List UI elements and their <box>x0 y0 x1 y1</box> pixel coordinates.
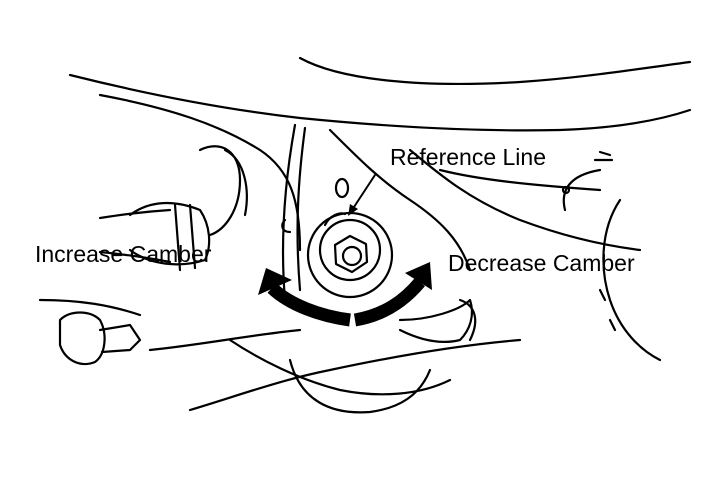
increase-arrowhead <box>258 268 292 295</box>
decrease-camber-arrow <box>353 277 425 327</box>
increase-camber-arrow <box>267 283 351 327</box>
decrease-camber-label: Decrease Camber <box>448 250 635 276</box>
frame-lower <box>98 93 302 252</box>
frame-outline <box>68 73 692 132</box>
decrease-arrowhead <box>405 262 432 290</box>
strut-line-left <box>281 123 297 302</box>
increase-camber-label: Increase Camber <box>35 241 212 267</box>
frame-upper <box>298 56 692 85</box>
adjusting-nut <box>333 234 369 274</box>
strut-line-right <box>296 126 307 292</box>
drive-shaft-boot <box>128 201 211 266</box>
reference-line-pointer <box>351 174 376 211</box>
control-arm <box>228 338 452 396</box>
reference-line-label: Reference Line <box>390 144 546 170</box>
lower-bushing <box>58 311 106 366</box>
knuckle-edge <box>328 128 472 272</box>
